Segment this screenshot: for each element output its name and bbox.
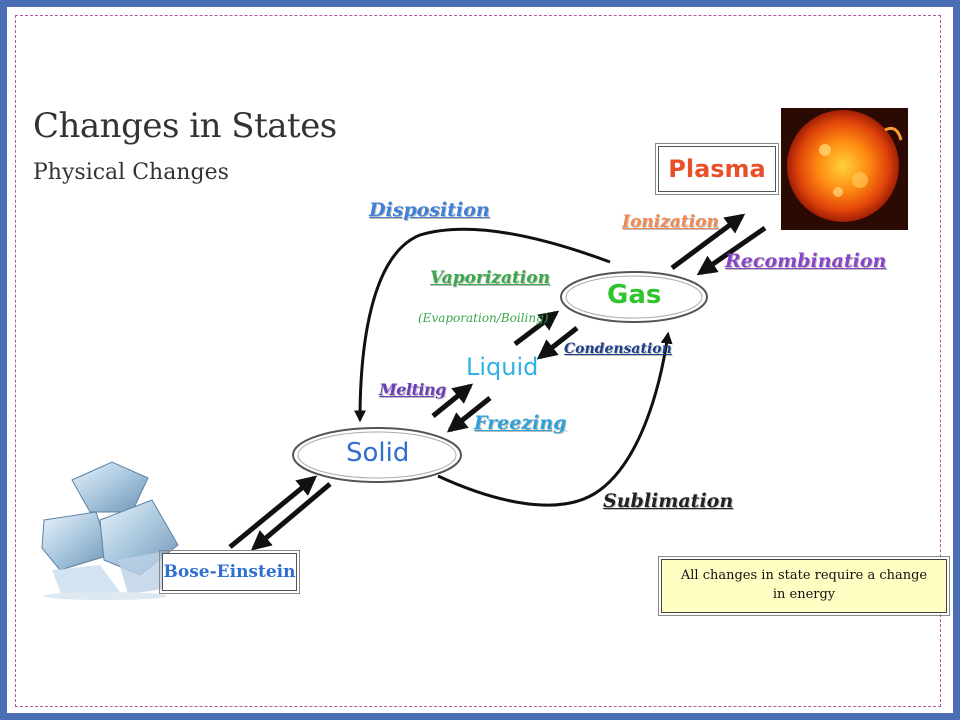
gas-label: Gas (607, 280, 662, 310)
slide-border (15, 15, 941, 707)
energy-note: All changes in state require a change in… (658, 556, 950, 616)
liquid-label: Liquid (466, 353, 539, 381)
gas-ellipse (560, 271, 708, 323)
to-bose-einstein-arrow (250, 482, 332, 551)
bose-einstein-box: Bose-Einstein (159, 550, 300, 594)
plasma-box: Plasma (655, 143, 779, 195)
vaporization-arrow (513, 310, 560, 346)
condensation-arrow (536, 326, 579, 360)
ionization-arrow (670, 213, 746, 271)
melting-label: Melting (379, 380, 446, 399)
plasma-label: Plasma (668, 155, 766, 183)
to-solid-arrow (228, 475, 318, 549)
freezing-label: Freezing (474, 412, 567, 434)
vaporization-note: (Evaporation/Boiling) (418, 311, 549, 325)
condensation-label: Condensation (564, 341, 672, 357)
ice-cubes-photo (41, 461, 179, 600)
energy-note-text: All changes in state require a change in… (680, 568, 928, 602)
disposition-arrow (354, 227, 611, 423)
recombination-arrow (696, 225, 767, 276)
recombination-label: Recombination (725, 250, 887, 272)
vaporization-label: Vaporization (430, 268, 550, 288)
sublimation-arrow (437, 331, 673, 507)
melting-arrow (431, 383, 474, 418)
ionization-label: Ionization (622, 212, 719, 232)
solid-label: Solid (346, 438, 410, 468)
solid-ellipse (292, 427, 462, 483)
freezing-arrow (446, 396, 492, 433)
sun-photo (781, 108, 908, 230)
page-subtitle: Physical Changes (33, 160, 229, 185)
bose-einstein-label: Bose-Einstein (163, 562, 296, 582)
sublimation-label: Sublimation (603, 490, 734, 512)
page-title: Changes in States (33, 106, 337, 146)
disposition-label: Disposition (369, 199, 490, 221)
